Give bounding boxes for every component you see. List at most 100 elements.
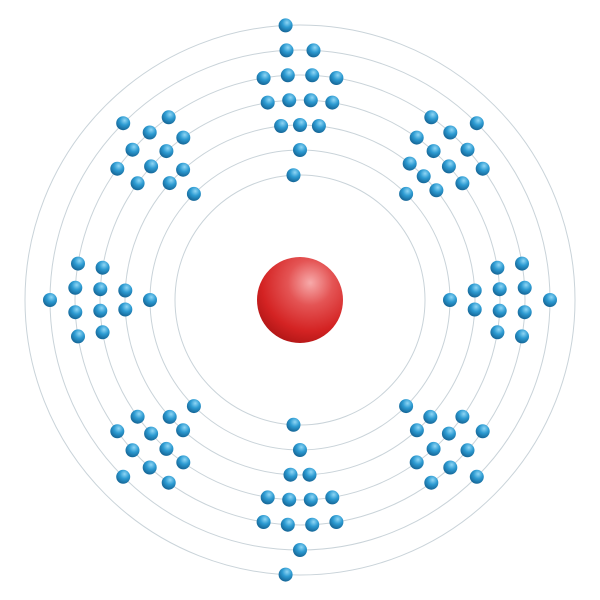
electron-shell-4 — [282, 492, 297, 507]
electron-shell-5 — [161, 475, 176, 490]
electron-shell-4 — [282, 93, 297, 108]
electron-shell-4 — [93, 303, 108, 318]
electron-shell-2 — [293, 443, 307, 457]
electron-shell-7 — [278, 18, 293, 33]
electron-shell-3 — [162, 176, 177, 191]
electron-shell-6 — [116, 469, 131, 484]
electron-shell-5 — [125, 142, 140, 157]
electron-shell-5 — [517, 280, 532, 295]
electron-shell-4 — [176, 130, 191, 145]
electron-shell-3 — [274, 119, 289, 133]
electron-shell-5 — [280, 517, 295, 532]
electron-shell-5 — [68, 280, 83, 295]
electron-shell-5 — [460, 443, 475, 458]
shell-7 — [24, 24, 576, 576]
electron-shell-3 — [409, 423, 424, 438]
electron-shell-3 — [118, 283, 133, 298]
electron-shell-5 — [460, 142, 475, 157]
shell-4 — [99, 99, 501, 501]
electron-shell-4 — [455, 409, 470, 424]
electron-shell-3 — [162, 409, 177, 424]
electron-shell-5 — [68, 305, 83, 320]
electron-shell-6 — [279, 43, 294, 58]
electron-shell-5 — [424, 475, 439, 490]
electron-shell-2 — [399, 399, 414, 414]
electron-shell-4 — [93, 282, 108, 297]
electron-shell-3 — [467, 302, 482, 317]
electron-shell-5 — [142, 125, 157, 140]
electron-shell-6 — [43, 293, 57, 307]
electron-shell-1 — [286, 417, 301, 432]
electron-shell-5 — [125, 443, 140, 458]
electron-shell-4 — [426, 441, 441, 456]
electron-shell-6 — [293, 543, 307, 557]
electron-shell-5 — [305, 68, 320, 83]
electrons — [43, 18, 557, 582]
electron-shell-5 — [71, 256, 85, 271]
electron-shell-3 — [176, 162, 191, 177]
electron-shell-2 — [443, 293, 457, 307]
electron-shell-4 — [492, 282, 507, 297]
electron-shell-5 — [110, 424, 125, 439]
electron-shell-4 — [260, 490, 275, 505]
electron-shell-3 — [118, 302, 133, 317]
electron-shell-5 — [517, 305, 532, 320]
electron-shell-4 — [409, 130, 424, 145]
electron-shell-3 — [416, 169, 431, 184]
electron-shell-5 — [256, 515, 271, 529]
electron-shell-6 — [306, 43, 321, 58]
electron-shell-5 — [475, 424, 490, 439]
electron-shell-5 — [71, 329, 85, 344]
electron-shell-5 — [256, 71, 271, 85]
electron-shell-3 — [293, 118, 307, 132]
electron-shell-3 — [283, 467, 298, 482]
electron-shell-5 — [329, 515, 344, 529]
electron-shell-5 — [280, 68, 295, 83]
electron-shell-5 — [329, 71, 344, 85]
nucleus — [257, 257, 343, 343]
electron-shell-4 — [492, 303, 507, 318]
electron-shell-4 — [95, 325, 110, 340]
electron-shell-4 — [455, 176, 470, 191]
electron-shell-4 — [303, 93, 318, 108]
electron-shell-2 — [143, 293, 157, 307]
electron-shell-4 — [441, 159, 456, 174]
electron-shell-2 — [186, 186, 201, 201]
electron-shell-5 — [443, 460, 458, 475]
electron-shell-4 — [159, 144, 174, 159]
electron-shell-4 — [144, 426, 159, 441]
electron-shell-2 — [293, 143, 307, 157]
electron-shell-3 — [311, 119, 326, 133]
electron-shell-4 — [490, 325, 505, 340]
electron-shell-5 — [305, 517, 320, 532]
electron-shell-4 — [325, 95, 340, 110]
electron-shell-5 — [475, 161, 490, 176]
electron-shell-4 — [325, 490, 340, 505]
electron-shell-4 — [159, 441, 174, 456]
electron-shell-4 — [260, 95, 275, 110]
electron-shell-3 — [429, 183, 444, 198]
electron-shell-3 — [402, 156, 417, 171]
shell-5 — [74, 74, 526, 526]
electron-shell-4 — [490, 260, 505, 275]
electron-shell-5 — [515, 256, 529, 271]
electron-shell-3 — [423, 409, 438, 424]
electron-shell-5 — [110, 161, 125, 176]
electron-shell-2 — [186, 399, 201, 414]
electron-shell-3 — [467, 283, 482, 298]
electron-shell-4 — [409, 455, 424, 470]
electron-shell-5 — [142, 460, 157, 475]
electron-shell-4 — [303, 492, 318, 507]
electron-shell-5 — [424, 110, 439, 125]
electron-shell-4 — [176, 455, 191, 470]
electron-shell-4 — [95, 260, 110, 275]
electron-shell-6 — [116, 116, 131, 131]
electron-shell-5 — [443, 125, 458, 140]
electron-shell-4 — [426, 144, 441, 159]
electron-shell-2 — [399, 186, 414, 201]
electron-shell-6 — [543, 293, 557, 307]
electron-shell-5 — [161, 110, 176, 125]
electron-shell-4 — [130, 409, 145, 424]
electron-shell-1 — [286, 168, 301, 183]
electron-shell-4 — [144, 159, 159, 174]
